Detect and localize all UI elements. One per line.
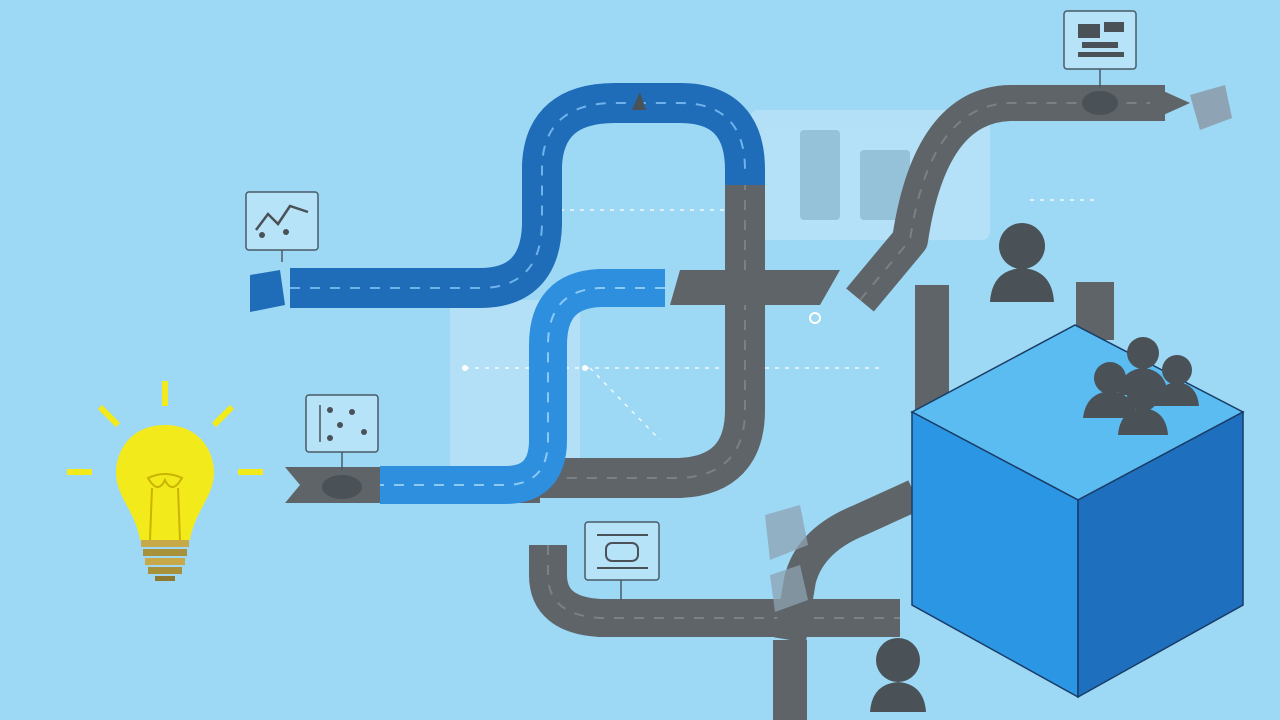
- group-icon: [1083, 337, 1199, 435]
- chart-sign-icon: [305, 394, 379, 470]
- chart-sign-icon: [245, 191, 319, 262]
- person-icon: [870, 638, 926, 712]
- road-markers: [322, 85, 1232, 499]
- lightbulb-icon: [67, 381, 263, 581]
- person-icon: [990, 223, 1054, 302]
- road-gray-arrow-end: [1150, 85, 1190, 121]
- prism-shapes: [765, 505, 808, 612]
- blue-roads: [290, 83, 765, 504]
- document-sign-icon: [584, 521, 660, 600]
- dashboard-sign-icon: [1063, 10, 1137, 88]
- road-blue-start-marker: [250, 270, 285, 312]
- cube-icon: [910, 324, 1245, 699]
- road-gray-crossbar: [670, 270, 840, 305]
- cube-right-face: [1077, 410, 1244, 699]
